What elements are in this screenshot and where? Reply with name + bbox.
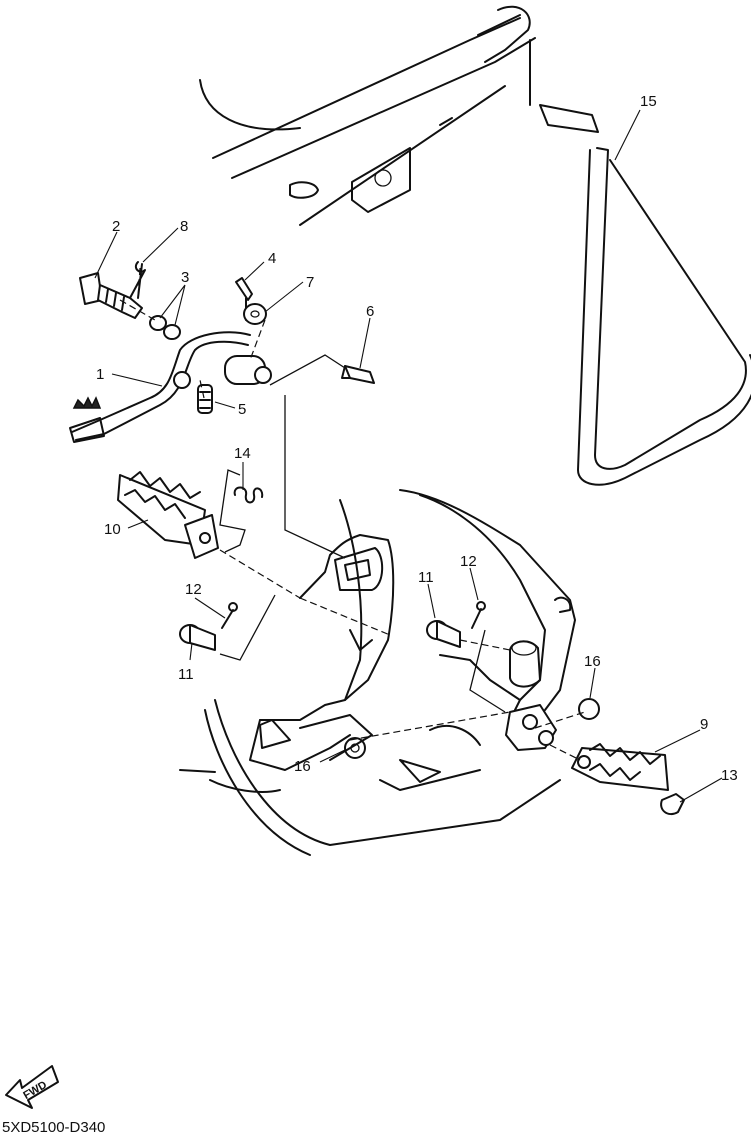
callout-2: 2: [112, 218, 120, 235]
callout-5: 5: [238, 401, 246, 418]
fwd-label: FWD: [21, 1079, 49, 1102]
callout-11-right: 11: [418, 569, 434, 586]
left-footrest: [117, 471, 219, 559]
main-stand: [539, 104, 751, 486]
assembly-lines: [119, 267, 586, 761]
cotter-pin: [129, 261, 146, 299]
left-pin: [221, 602, 238, 629]
fwd-arrow-icon: FWD: [5, 1065, 59, 1109]
callout-11-left: 11: [178, 666, 194, 683]
callout-6: 6: [366, 303, 374, 320]
callout-3: 3: [181, 269, 189, 286]
frame-lower: [179, 489, 576, 856]
clevis-pin: [341, 365, 375, 384]
retaining-clip: [660, 793, 685, 816]
washer: [243, 303, 267, 325]
o-rings: [149, 315, 181, 340]
collar-right: [578, 698, 600, 720]
right-footrest: [571, 743, 669, 791]
callout-12-left: 12: [185, 581, 202, 598]
callout-7: 7: [306, 274, 314, 291]
pivot-shaft: [79, 272, 143, 319]
callout-10: 10: [104, 521, 121, 538]
callouts: 1 2 3 4 5 6 7 8 9 10 11 11 12 12 13 14 1…: [96, 93, 738, 784]
right-pin: [471, 601, 486, 629]
left-bolt: [179, 624, 216, 651]
callout-8: 8: [180, 218, 188, 235]
callout-16-right: 16: [584, 653, 601, 670]
return-spring: [233, 486, 264, 504]
callout-16-left: 16: [294, 758, 311, 775]
callout-12-right: 12: [460, 553, 477, 570]
brake-pedal: [69, 331, 272, 443]
drawing-code: 5XD5100-D340: [2, 1119, 106, 1136]
callout-9: 9: [700, 716, 708, 733]
right-bolt: [426, 620, 461, 648]
callout-1: 1: [96, 366, 104, 383]
callout-13: 13: [721, 767, 738, 784]
leader-lines: [94, 109, 723, 803]
callout-14: 14: [234, 445, 251, 462]
callout-15: 15: [640, 93, 657, 110]
callout-4: 4: [268, 250, 276, 267]
adjuster-bolt: [197, 384, 213, 414]
frame-upper: [199, 5, 536, 226]
